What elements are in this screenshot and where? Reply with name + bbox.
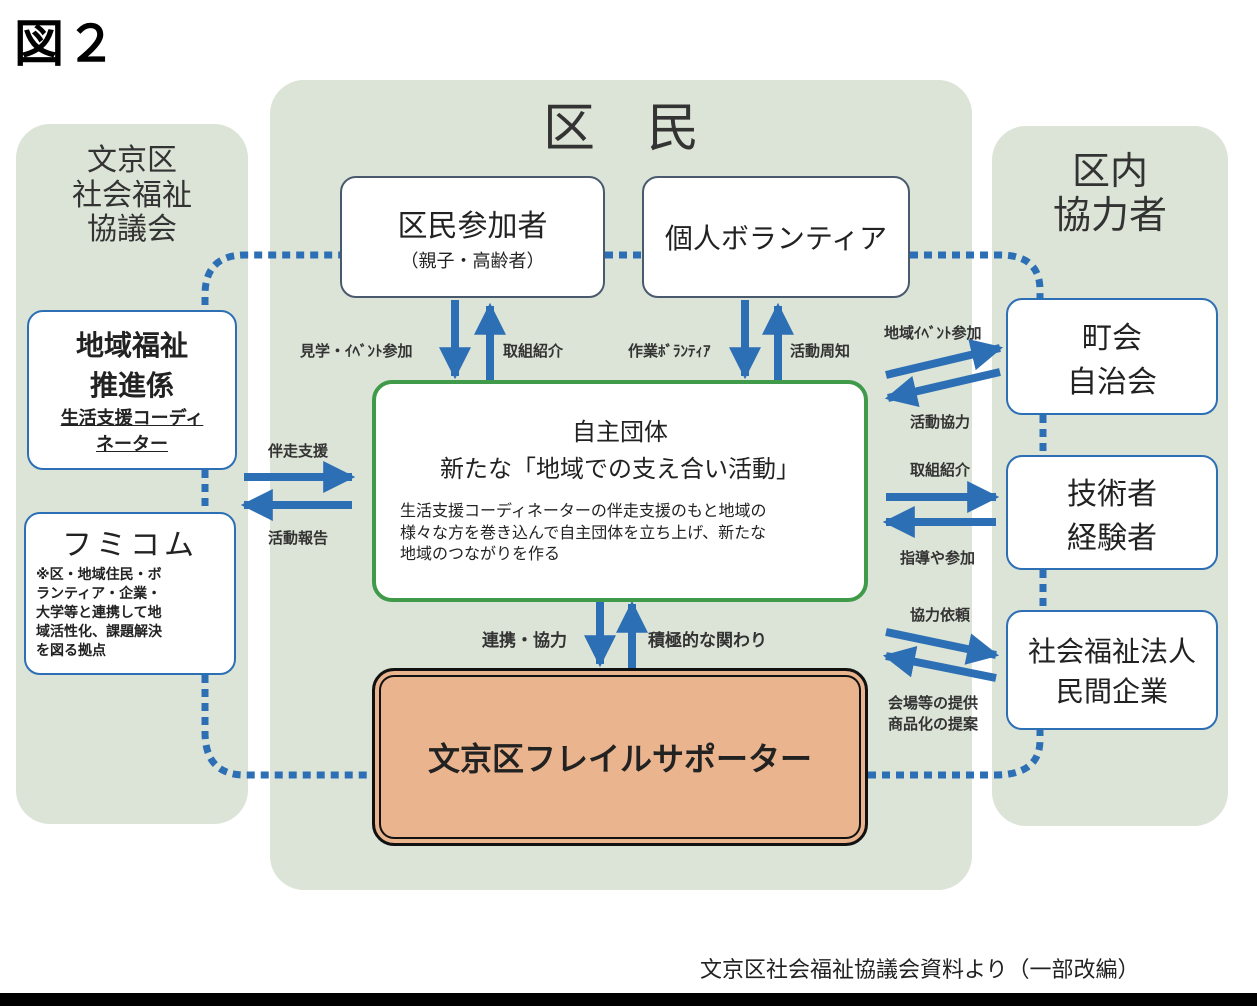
fumicom-desc-line3: 大学等と連携して地 bbox=[36, 604, 162, 621]
label-katsudo-shuchi: 活動周知 bbox=[790, 342, 851, 360]
chiiki-sub2: ネーター bbox=[96, 434, 168, 455]
center-desc-line1: 生活支援コーディネーターの伴走支援のもと地域の bbox=[400, 501, 767, 520]
source-note: 文京区社会福祉協議会資料より（一部改編） bbox=[700, 958, 1140, 983]
fumicom-desc: ※区・地域住民・ボ ランティア・企業・ 大学等と連携して地 域活性化、課題解決 … bbox=[36, 566, 224, 660]
box-hojin: 社会福祉法人 民間企業 bbox=[1006, 610, 1218, 730]
arrow-kaijo-left bbox=[882, 645, 997, 682]
arrow-chiiki-event-up bbox=[885, 339, 1004, 379]
label-katsudo-hokoku: 活動報告 bbox=[268, 529, 329, 547]
left-panel-line2: 社会福祉 bbox=[72, 177, 192, 213]
arrow-kyoryoku-irai-right bbox=[885, 628, 1000, 665]
dotted-network-line bbox=[201, 251, 1047, 779]
center-desc: 生活支援コーディネーターの伴走支援のもと地域の 様々な方を巻き込んで自主団体を立… bbox=[400, 500, 840, 565]
box-chonai: 町会 自治会 bbox=[1006, 298, 1218, 415]
box-jishu-dantai: 自主団体 新たな「地域での支え合い活動」 生活支援コーディネーターの伴走支援のも… bbox=[372, 380, 868, 602]
label-chiiki-event: 地域ｲﾍﾞﾝﾄ参加 bbox=[884, 324, 982, 342]
fumicom-desc-line1: ※区・地域住民・ボ bbox=[36, 567, 162, 583]
center-desc-line3: 地域のつながりを作る bbox=[400, 544, 561, 564]
label-kaijo1: 会場等の提供 bbox=[888, 694, 979, 712]
chonai-line2: 自治会 bbox=[1067, 364, 1157, 400]
arrow-katsudo-kyoryoku-down bbox=[884, 368, 1001, 408]
label-kaijo2: 商品化の提案 bbox=[888, 715, 979, 733]
hojin-line1: 社会福祉法人 bbox=[1027, 635, 1196, 668]
box-frail-supporter: 文京区フレイルサポーター bbox=[372, 668, 868, 846]
label-renkei: 連携・協力 bbox=[482, 631, 567, 651]
fumicom-desc-line4: 域活性化、課題解決 bbox=[36, 623, 162, 640]
gijutsu-line1: 技術者 bbox=[1067, 476, 1157, 512]
left-panel-line3: 協議会 bbox=[87, 212, 177, 247]
center-title2: 新たな「地域での支え合い活動」 bbox=[440, 455, 800, 483]
center-panel-title: 区 民 bbox=[542, 99, 699, 159]
label-sagyo: 作業ﾎﾞﾗﾝﾃｨｱ bbox=[628, 342, 711, 360]
left-panel bbox=[16, 124, 248, 824]
label-katsudo-kyoryoku: 活動協力 bbox=[910, 413, 971, 431]
center-desc-line2: 様々な方を巻き込んで自主団体を立ち上げ、新たな bbox=[400, 522, 767, 542]
participants-sub: （親子・高齢者） bbox=[400, 251, 545, 272]
gijutsu-line2: 経験者 bbox=[1067, 520, 1157, 556]
box-fumicom: フミコム ※区・地域住民・ボ ランティア・企業・ 大学等と連携して地 域活性化、… bbox=[24, 512, 236, 675]
fumicom-title: フミコム bbox=[62, 528, 198, 563]
right-panel-line1: 区内 bbox=[1071, 149, 1148, 193]
label-sekkyoku: 積極的な関わり bbox=[648, 631, 767, 651]
label-shido: 指導や参加 bbox=[900, 549, 976, 567]
chiiki-line1: 地域福祉 bbox=[75, 329, 188, 362]
box-chiiki-fukushi: 地域福祉 推進係 生活支援コーディ ネーター bbox=[27, 310, 237, 470]
label-bansou: 伴走支援 bbox=[268, 442, 329, 460]
participants-title: 区民参加者 bbox=[397, 209, 548, 244]
center-title1: 自主団体 bbox=[572, 418, 668, 446]
box-gijutsu: 技術者 経験者 bbox=[1006, 455, 1218, 570]
figure-title: 図２ bbox=[14, 15, 118, 73]
right-panel-label: 区内 協力者 bbox=[992, 149, 1228, 237]
volunteer-title: 個人ボランティア bbox=[664, 222, 888, 255]
label-kengaku: 見学・ｲﾍﾞﾝﾄ参加 bbox=[300, 342, 413, 360]
chiiki-line2: 推進係 bbox=[89, 369, 174, 402]
label-torikumi2: 取組紹介 bbox=[910, 461, 971, 479]
bottom-rule bbox=[0, 993, 1257, 1006]
hojin-line2: 民間企業 bbox=[1055, 675, 1168, 708]
chiiki-sub1: 生活支援コーディ bbox=[60, 408, 204, 429]
frail-title: 文京区フレイルサポーター bbox=[427, 740, 812, 778]
arrows bbox=[240, 300, 1004, 682]
label-torikumi1: 取組紹介 bbox=[503, 342, 564, 360]
left-panel-line1: 文京区 bbox=[87, 143, 177, 178]
chonai-line1: 町会 bbox=[1082, 320, 1142, 356]
fumicom-desc-line2: ランティア・企業・ bbox=[36, 585, 162, 602]
box-volunteer: 個人ボランティア bbox=[642, 176, 910, 298]
left-panel-label: 文京区 社会福祉 協議会 bbox=[16, 143, 248, 248]
fumicom-desc-line5: を図る拠点 bbox=[36, 642, 106, 659]
label-kyoryoku-irai: 協力依頼 bbox=[910, 606, 971, 624]
right-panel-line2: 協力者 bbox=[1052, 192, 1167, 237]
box-participants: 区民参加者 （親子・高齢者） bbox=[340, 176, 605, 298]
